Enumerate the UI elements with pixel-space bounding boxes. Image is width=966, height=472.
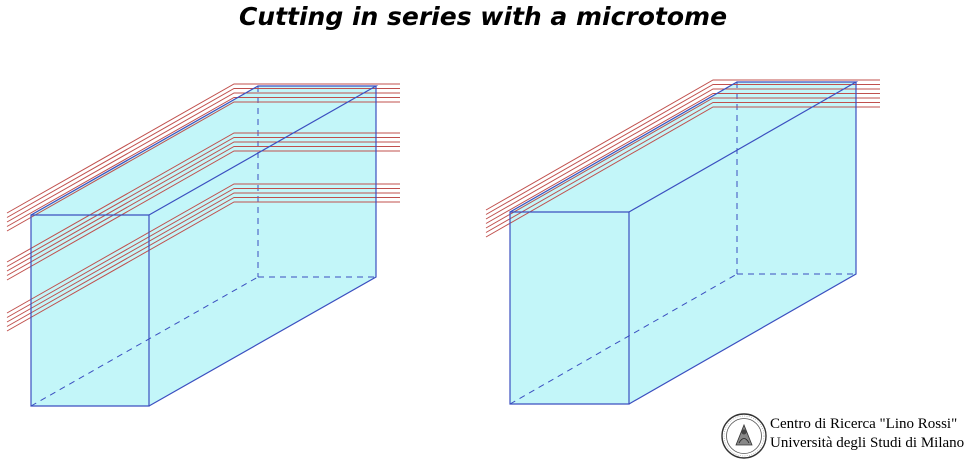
right-block-slice-line bbox=[485, 97, 880, 229]
left-block-slice-line bbox=[6, 188, 400, 318]
left-block-slice-line bbox=[6, 88, 400, 218]
left-block-top-edges bbox=[30, 85, 379, 216]
left-block-slice-line bbox=[6, 183, 400, 314]
left-block-slice-line bbox=[6, 92, 400, 223]
left-block-slice-line bbox=[6, 83, 400, 214]
left-block-slice-line bbox=[6, 137, 400, 267]
footer-institution: Centro di Ricerca "Lino Rossi" Universit… bbox=[720, 410, 965, 466]
left-block bbox=[6, 83, 400, 407]
right-block-slice-line bbox=[485, 93, 880, 224]
right-block-side-edges bbox=[628, 82, 857, 405]
left-block-slice-line bbox=[6, 141, 400, 272]
right-block-slice-line bbox=[485, 84, 880, 215]
left-block-slice-line bbox=[6, 150, 400, 281]
left-block-slice-line bbox=[6, 201, 400, 332]
right-block-side-face bbox=[629, 82, 856, 404]
page-title: Cutting in series with a microtome bbox=[238, 2, 728, 31]
left-block-side-face bbox=[149, 86, 376, 406]
right-block-slice-line bbox=[485, 79, 880, 211]
left-block-slice-line bbox=[6, 192, 400, 323]
left-block-slice-line bbox=[6, 146, 400, 276]
left-block-slice-line bbox=[6, 197, 400, 327]
university-seal-icon bbox=[721, 413, 767, 459]
right-block-slice-line bbox=[485, 88, 880, 220]
left-block-slice-line bbox=[6, 97, 400, 227]
left-block-slice-line bbox=[6, 101, 400, 232]
footer-institute-name: Centro di Ricerca "Lino Rossi" bbox=[770, 416, 958, 432]
footer-university-name: Università degli Studi di Milano bbox=[770, 435, 965, 451]
left-block-side-edges bbox=[148, 86, 377, 407]
right-block-slice-line bbox=[485, 102, 880, 233]
right-block-front-face bbox=[510, 212, 629, 404]
left-block-front-face bbox=[31, 215, 149, 406]
left-block-slice-line bbox=[6, 132, 400, 263]
right-block-slice-line bbox=[485, 106, 880, 238]
right-block-top-edges bbox=[509, 81, 859, 213]
right-block bbox=[485, 79, 880, 405]
right-block-top-face bbox=[510, 82, 856, 212]
